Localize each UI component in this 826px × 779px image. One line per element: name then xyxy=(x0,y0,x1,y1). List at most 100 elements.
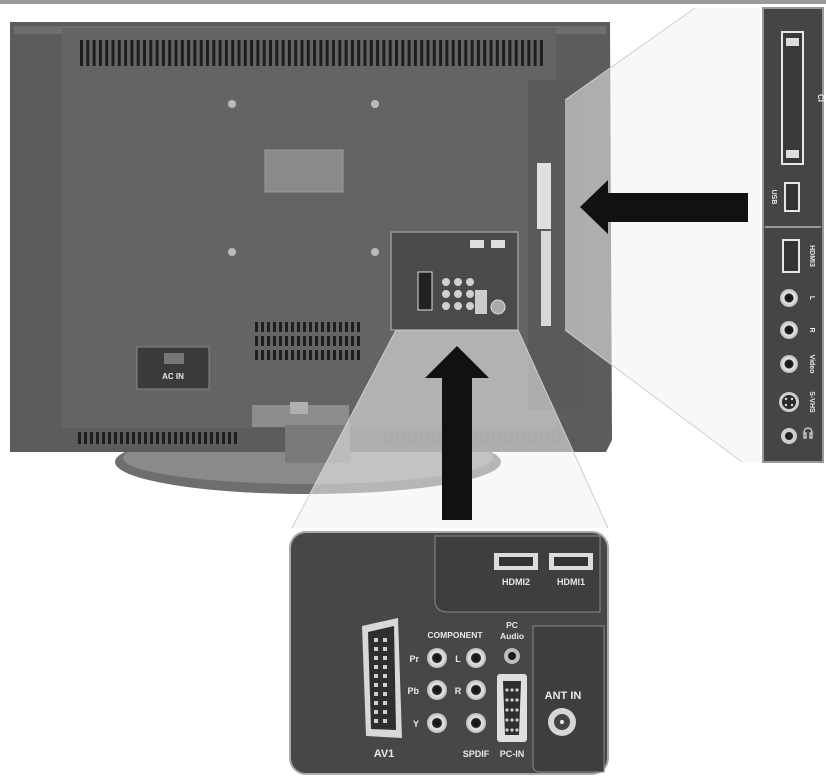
vent-slot xyxy=(508,40,512,66)
vent-slot xyxy=(92,40,96,66)
vent-slot xyxy=(267,322,270,332)
vent-slot xyxy=(78,432,81,444)
mount-hole xyxy=(371,248,379,256)
vent-slot xyxy=(306,40,310,66)
vent-slot xyxy=(357,350,360,360)
mount-hole xyxy=(228,248,236,256)
vent-slot xyxy=(120,432,123,444)
vent-slot xyxy=(105,40,109,66)
mini-ci-slot xyxy=(537,163,551,229)
vent-slot xyxy=(476,40,480,66)
vent-slot xyxy=(273,350,276,360)
mini-rca-jack xyxy=(442,302,450,310)
vent-slot xyxy=(261,322,264,332)
scart-pin xyxy=(383,674,387,678)
vent-slot xyxy=(206,40,209,66)
usb-label: USB xyxy=(770,190,777,205)
vent-slot xyxy=(273,336,276,346)
vent-slot xyxy=(303,322,306,332)
vent-slot xyxy=(439,40,443,66)
headphone-icon xyxy=(803,427,813,439)
vga-pin xyxy=(515,708,519,712)
vent-slot xyxy=(285,322,288,332)
vent-slot xyxy=(351,336,354,346)
vga-pins xyxy=(505,688,519,732)
mini-rca-jack xyxy=(442,278,450,286)
ant-in-label: ANT IN xyxy=(545,690,582,702)
scart-pin xyxy=(383,692,387,696)
vent-slot xyxy=(521,40,524,66)
vga-pin xyxy=(515,698,519,702)
audio-l-label: L xyxy=(808,296,815,301)
vga-pin xyxy=(510,708,514,712)
vga-pin xyxy=(505,718,509,722)
spdif-label: SPDIF xyxy=(463,749,490,759)
scart-pin xyxy=(383,710,387,714)
vent-slot xyxy=(255,322,258,332)
vent-slot xyxy=(338,40,342,66)
vga-pin xyxy=(515,688,519,692)
vga-pin xyxy=(510,718,514,722)
vent-slot xyxy=(291,336,294,346)
pb-jack xyxy=(427,680,447,700)
vent-slot xyxy=(210,432,213,444)
mini-vga-port xyxy=(475,290,487,314)
vent-slot xyxy=(333,336,336,346)
vent-slot xyxy=(445,40,449,66)
vent-slot xyxy=(321,322,324,332)
beam-edge xyxy=(564,7,696,101)
vent-slot xyxy=(291,322,294,332)
vent-slot xyxy=(256,40,260,66)
vent-slot xyxy=(228,432,231,444)
vent-slot xyxy=(407,40,411,66)
svhs-label: S-VHS xyxy=(808,391,815,413)
vent-slot xyxy=(96,432,99,444)
vent-slot xyxy=(250,40,254,66)
vent-slot xyxy=(489,40,493,66)
mini-rca-group xyxy=(442,278,474,310)
vent-slot xyxy=(303,350,306,360)
video-label: Video xyxy=(808,355,815,374)
rating-label-plate xyxy=(264,149,344,193)
scart-pin xyxy=(374,665,378,669)
vent-slot xyxy=(132,432,135,444)
pr-jack xyxy=(427,648,447,668)
hdmi2-port-inner xyxy=(499,557,533,566)
mini-rca-jack xyxy=(466,290,474,298)
hdmi3-port xyxy=(782,239,800,273)
middle-vents xyxy=(255,322,360,360)
vent-slot xyxy=(273,322,276,332)
vga-pin xyxy=(510,728,514,732)
pc-in-label: PC-IN xyxy=(500,749,525,759)
vent-slot xyxy=(212,40,216,66)
vent-slot xyxy=(333,350,336,360)
ac-in-connector xyxy=(164,353,184,364)
component-label: COMPONENT xyxy=(427,630,483,640)
vent-slot xyxy=(315,322,318,332)
vent-slot xyxy=(275,40,279,66)
usb-port xyxy=(784,182,800,212)
vga-pin xyxy=(515,728,519,732)
scart-pin xyxy=(383,638,387,642)
mini-rca-jack xyxy=(454,290,462,298)
scart-pin xyxy=(374,692,378,696)
vent-slot xyxy=(514,40,518,66)
vga-pin xyxy=(510,688,514,692)
video-jack xyxy=(780,355,798,373)
vent-slot xyxy=(327,350,330,360)
mini-rca-jack xyxy=(466,302,474,310)
vent-slot xyxy=(313,40,317,66)
vent-slot xyxy=(470,40,474,66)
vent-slot xyxy=(237,40,241,66)
vent-slot xyxy=(533,40,537,66)
vent-slot xyxy=(294,40,298,66)
vent-slot xyxy=(333,322,336,332)
vent-slot xyxy=(168,432,171,444)
vent-slot xyxy=(261,350,264,360)
antenna-sub-panel xyxy=(532,625,605,773)
vent-slot xyxy=(198,432,201,444)
mount-hole xyxy=(228,100,236,108)
scart-pin xyxy=(374,701,378,705)
vent-slot xyxy=(124,40,128,66)
vent-slot xyxy=(86,40,90,66)
